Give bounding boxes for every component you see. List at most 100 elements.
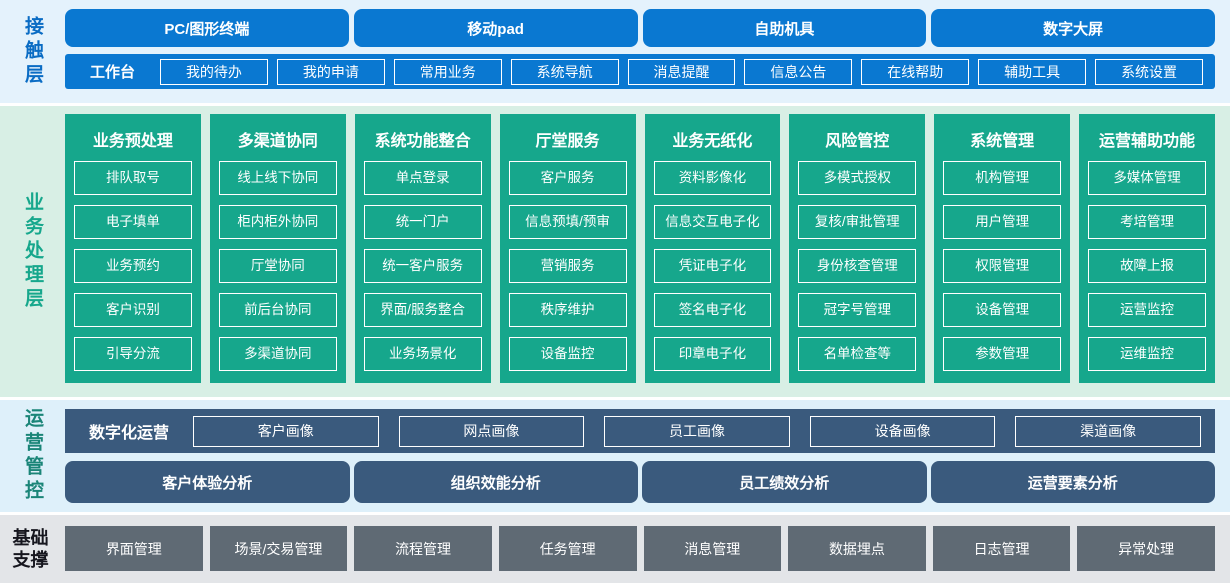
support-row: 界面管理场景/交易管理流程管理任务管理消息管理数据埋点日志管理异常处理	[65, 526, 1215, 571]
business-column-items: 线上线下协同柜内柜外协同厅堂协同前后台协同多渠道协同	[218, 161, 337, 371]
workbench-item: 辅助工具	[978, 58, 1087, 85]
business-function-box: 复核/审批管理	[798, 205, 917, 239]
business-column-title: 系统功能整合	[374, 133, 471, 150]
profile-box: 员工画像	[604, 415, 790, 447]
business-function-box: 冠字号管理	[798, 293, 917, 327]
business-layer-band: 业务处理层 业务预处理 排队取号电子填单业务预约客户识别引导分流 多渠道协同 线…	[0, 106, 1230, 397]
support-module-box: 场景/交易管理	[209, 526, 348, 571]
business-function-box: 设备监控	[508, 337, 627, 371]
business-function-box: 运营监控	[1088, 293, 1206, 327]
workbench-label: 工作台	[89, 64, 135, 81]
business-function-box: 故障上报	[1088, 249, 1206, 283]
business-function-box: 界面/服务整合	[363, 293, 482, 327]
business-function-box: 资料影像化	[653, 161, 772, 195]
device-channel-button: 自助机具	[642, 9, 927, 47]
workbench-item: 常用业务	[393, 58, 502, 85]
business-function-box: 统一客户服务	[363, 249, 482, 283]
analysis-button: 员工绩效分析	[642, 461, 927, 503]
profile-box: 网点画像	[398, 415, 585, 447]
business-column-items: 单点登录统一门户统一客户服务界面/服务整合业务场景化	[363, 161, 482, 371]
device-channel-button: 移动pad	[353, 9, 638, 47]
business-column: 业务无纸化 资料影像化信息交互电子化凭证电子化签名电子化印章电子化	[644, 114, 781, 383]
support-module-box: 流程管理	[354, 526, 492, 571]
device-channel-button: 数字大屏	[931, 9, 1215, 47]
business-columns: 业务预处理 排队取号电子填单业务预约客户识别引导分流 多渠道协同 线上线下协同柜…	[65, 106, 1215, 397]
profile-box: 客户画像	[193, 415, 379, 447]
support-module-box: 日志管理	[932, 526, 1071, 571]
business-function-box: 名单检查等	[798, 337, 917, 371]
business-column: 业务预处理 排队取号电子填单业务预约客户识别引导分流	[65, 114, 201, 383]
support-layer-label-col: 基础支撑	[0, 515, 65, 583]
workbench-item: 系统导航	[510, 58, 619, 85]
analysis-button: 运营要素分析	[930, 461, 1215, 503]
support-layer-content: 界面管理场景/交易管理流程管理任务管理消息管理数据埋点日志管理异常处理	[65, 515, 1215, 583]
business-function-box: 参数管理	[943, 337, 1062, 371]
business-function-box: 业务场景化	[363, 337, 482, 371]
device-channel-button: PC/图形终端	[65, 9, 349, 47]
business-column-items: 排队取号电子填单业务预约客户识别引导分流	[74, 161, 192, 371]
workbench-bar: 工作台 我的待办我的申请常用业务系统导航消息提醒信息公告在线帮助辅助工具系统设置	[65, 54, 1215, 89]
business-function-box: 线上线下协同	[218, 161, 337, 195]
business-function-box: 电子填单	[74, 205, 192, 239]
business-column: 系统功能整合 单点登录统一门户统一客户服务界面/服务整合业务场景化	[354, 114, 491, 383]
business-column-title: 业务无纸化	[672, 133, 753, 150]
workbench-item: 我的待办	[160, 58, 268, 85]
business-function-box: 客户识别	[74, 293, 192, 327]
support-module-box: 任务管理	[498, 526, 637, 571]
business-function-box: 多渠道协同	[218, 337, 337, 371]
support-layer-label: 基础支撑	[12, 527, 49, 571]
workbench-item: 信息公告	[744, 58, 853, 85]
business-column: 运营辅助功能 多媒体管理考培管理故障上报运营监控运维监控	[1079, 114, 1215, 383]
profile-box: 设备画像	[809, 415, 996, 447]
operations-layer-band: 运营管控 数字化运营 客户画像网点画像员工画像设备画像渠道画像 客户体验分析组织…	[0, 400, 1230, 512]
business-column-items: 多模式授权复核/审批管理身份核查管理冠字号管理名单检查等	[798, 161, 917, 371]
business-function-box: 凭证电子化	[653, 249, 772, 283]
business-function-box: 排队取号	[74, 161, 192, 195]
support-layer-band: 基础支撑 界面管理场景/交易管理流程管理任务管理消息管理数据埋点日志管理异常处理	[0, 515, 1230, 583]
business-function-box: 多媒体管理	[1088, 161, 1206, 195]
business-function-box: 考培管理	[1088, 205, 1206, 239]
analysis-button: 客户体验分析	[65, 461, 350, 503]
business-function-box: 引导分流	[74, 337, 192, 371]
business-column-title: 业务预处理	[92, 133, 173, 150]
business-function-box: 前后台协同	[218, 293, 337, 327]
business-function-box: 营销服务	[508, 249, 627, 283]
business-function-box: 厅堂协同	[218, 249, 337, 283]
business-function-box: 用户管理	[943, 205, 1062, 239]
business-function-box: 秩序维护	[508, 293, 627, 327]
business-function-box: 设备管理	[943, 293, 1062, 327]
operations-layer-label: 运营管控	[22, 408, 43, 504]
business-function-box: 统一门户	[363, 205, 482, 239]
workbench-item: 在线帮助	[861, 58, 970, 85]
business-column-title: 风险管控	[825, 133, 890, 150]
business-column-title: 运营辅助功能	[1099, 133, 1196, 150]
business-function-box: 权限管理	[943, 249, 1062, 283]
support-module-box: 界面管理	[65, 526, 203, 571]
business-column: 多渠道协同 线上线下协同柜内柜外协同厅堂协同前后台协同多渠道协同	[209, 114, 346, 383]
analysis-button: 组织效能分析	[353, 461, 638, 503]
business-function-box: 单点登录	[363, 161, 482, 195]
business-layer-label-col: 业务处理层	[0, 106, 65, 397]
support-module-box: 消息管理	[643, 526, 782, 571]
digital-operations-label: 数字化运营	[88, 425, 169, 442]
business-function-box: 多模式授权	[798, 161, 917, 195]
business-column-title: 厅堂服务	[535, 133, 600, 150]
business-column-items: 资料影像化信息交互电子化凭证电子化签名电子化印章电子化	[653, 161, 772, 371]
business-column: 风险管控 多模式授权复核/审批管理身份核查管理冠字号管理名单检查等	[789, 114, 926, 383]
business-function-box: 签名电子化	[653, 293, 772, 327]
business-column-items: 机构管理用户管理权限管理设备管理参数管理	[943, 161, 1062, 371]
business-function-box: 信息预填/预审	[508, 205, 627, 239]
workbench-item: 我的申请	[276, 58, 385, 85]
business-column: 系统管理 机构管理用户管理权限管理设备管理参数管理	[934, 114, 1071, 383]
business-function-box: 客户服务	[508, 161, 627, 195]
contact-layer-label-col: 接触层	[0, 0, 65, 103]
workbench-item: 消息提醒	[627, 58, 736, 85]
contact-layer-label: 接触层	[22, 15, 43, 88]
business-function-box: 信息交互电子化	[653, 205, 772, 239]
profile-box: 渠道画像	[1015, 415, 1201, 447]
business-function-box: 柜内柜外协同	[218, 205, 337, 239]
workbench-items: 我的待办我的申请常用业务系统导航消息提醒信息公告在线帮助辅助工具系统设置	[160, 58, 1204, 85]
business-column-title: 系统管理	[970, 133, 1035, 150]
